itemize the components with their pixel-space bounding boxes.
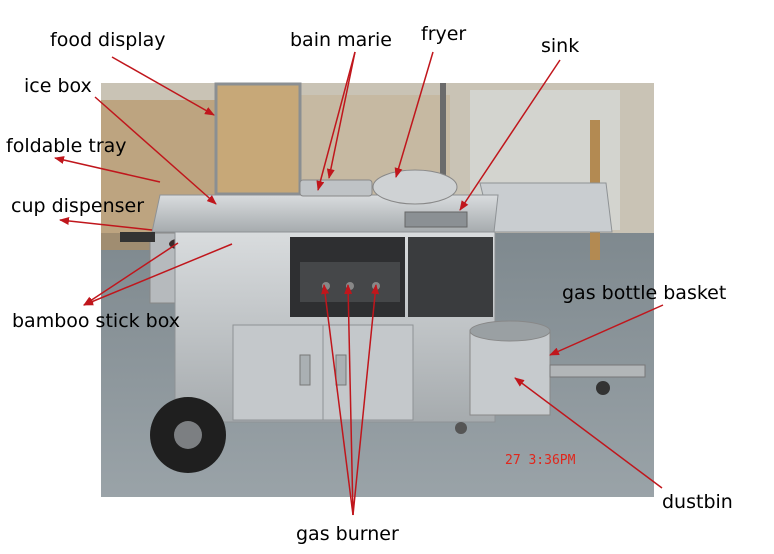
label-bamboo-stick-box: bamboo stick box [12, 310, 180, 332]
label-gas-burner: gas burner [296, 523, 399, 545]
arrow-bamboo-2 [83, 243, 233, 306]
arrow-foldable-tray [54, 156, 161, 183]
arrow-gas-burner-1 [321, 284, 354, 516]
labels: food display bain marie fryer sink ice b… [6, 23, 733, 545]
arrow-gas-burner-2 [344, 284, 354, 516]
arrow-bain-marie-2 [326, 51, 356, 179]
arrow-cup-dispenser [59, 216, 153, 231]
label-gas-bottle-basket: gas bottle basket [562, 282, 726, 304]
arrow-food-display [111, 56, 215, 116]
arrow-sink [459, 59, 561, 211]
label-foldable-tray: foldable tray [6, 135, 127, 157]
arrow-fryer [394, 51, 434, 178]
cart-photo [101, 82, 654, 497]
arrow-gas-burner-3 [352, 284, 380, 516]
label-cup-dispenser: cup dispenser [11, 195, 144, 217]
callout-arrows [54, 51, 664, 516]
label-food-display: food display [50, 29, 166, 51]
arrow-bamboo-1 [83, 242, 179, 306]
label-bain-marie: bain marie [290, 29, 392, 51]
arrow-dustbin [514, 377, 663, 489]
arrow-bain-marie-1 [316, 51, 356, 191]
label-dustbin: dustbin [662, 491, 733, 513]
label-sink: sink [541, 35, 579, 57]
arrow-ice-box [94, 96, 217, 205]
label-ice-box: ice box [24, 75, 92, 97]
arrow-gas-bottle-basket [549, 304, 664, 356]
photo-timestamp: 27 3:36PM [505, 453, 576, 468]
label-fryer: fryer [421, 23, 466, 45]
